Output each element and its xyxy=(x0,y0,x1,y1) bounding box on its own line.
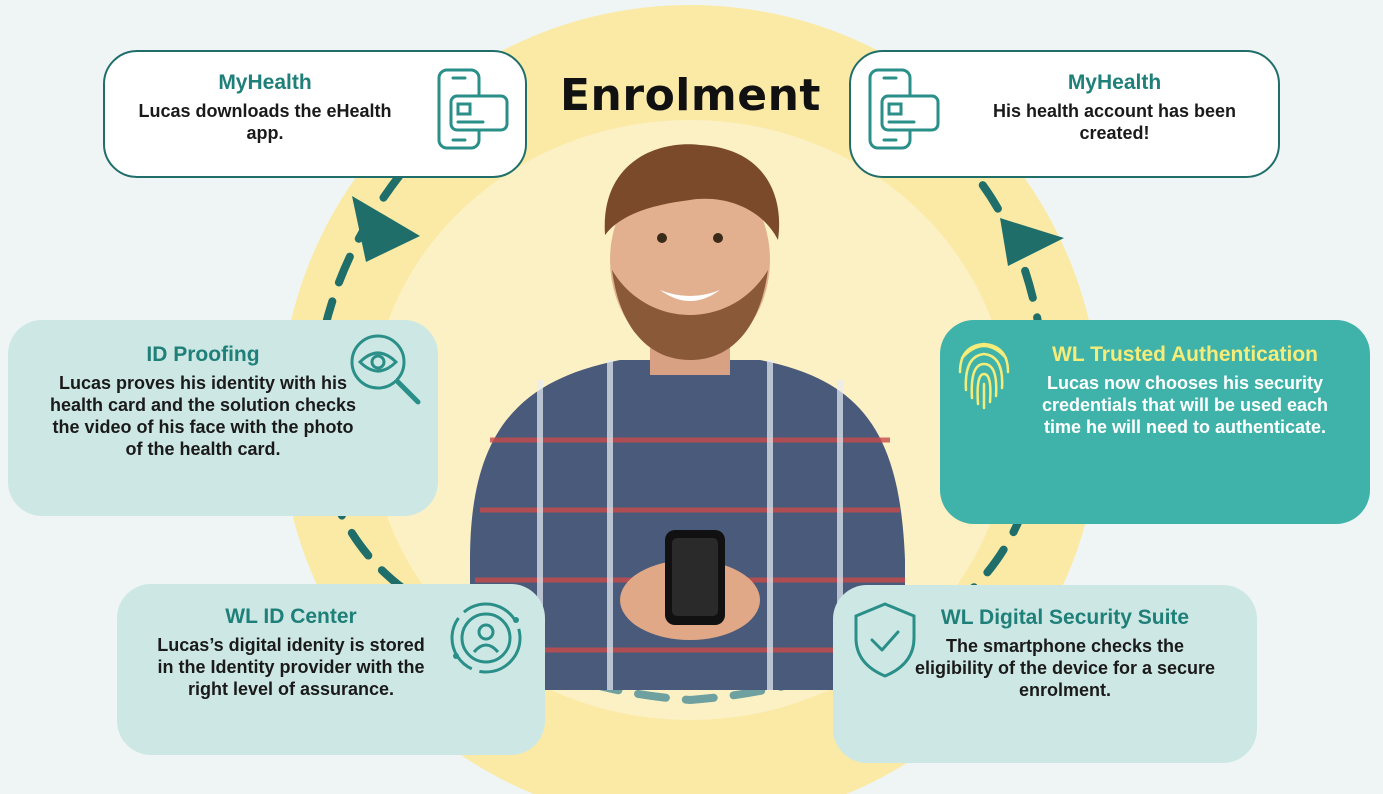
card-id-center: WL ID Center Lucas’s digital idenity is … xyxy=(117,584,545,755)
card-title: MyHealth xyxy=(218,71,312,94)
card-title: MyHealth xyxy=(1067,71,1162,94)
page-title: Enrolment xyxy=(560,70,821,121)
card-title: ID Proofing xyxy=(146,343,260,366)
fingerprint-icon xyxy=(958,342,1010,410)
shield-check-icon xyxy=(854,602,916,678)
card-body: Lucas downloads the eHealth app. xyxy=(138,101,392,143)
card-body: Lucas now chooses his security credentia… xyxy=(1041,373,1329,437)
card-body: Lucas’s digital idenity is stored in the… xyxy=(157,635,425,699)
card-id-proofing: ID Proofing Lucas proves his identity wi… xyxy=(8,320,438,516)
arrow-right-icon xyxy=(1000,218,1064,266)
mobile-card-icon xyxy=(868,68,940,150)
card-myhealth-created: MyHealth His health account has been cre… xyxy=(849,50,1280,178)
user-orbit-icon xyxy=(450,602,522,674)
card-title: WL ID Center xyxy=(225,605,357,628)
card-trusted-auth: WL Trusted Authentication Lucas now choo… xyxy=(940,320,1370,524)
arrow-left-icon xyxy=(352,196,420,262)
card-body: His health account has been created! xyxy=(992,101,1237,143)
card-security-suite: WL Digital Security Suite The smartphone… xyxy=(833,585,1257,763)
card-body: The smartphone checks the eligibility of… xyxy=(914,636,1216,700)
eye-magnifier-icon xyxy=(350,334,421,405)
mobile-card-icon xyxy=(437,68,509,150)
card-body: Lucas proves his identity with his healt… xyxy=(49,373,357,459)
card-title: WL Digital Security Suite xyxy=(940,606,1190,629)
card-title: WL Trusted Authentication xyxy=(1052,343,1318,366)
